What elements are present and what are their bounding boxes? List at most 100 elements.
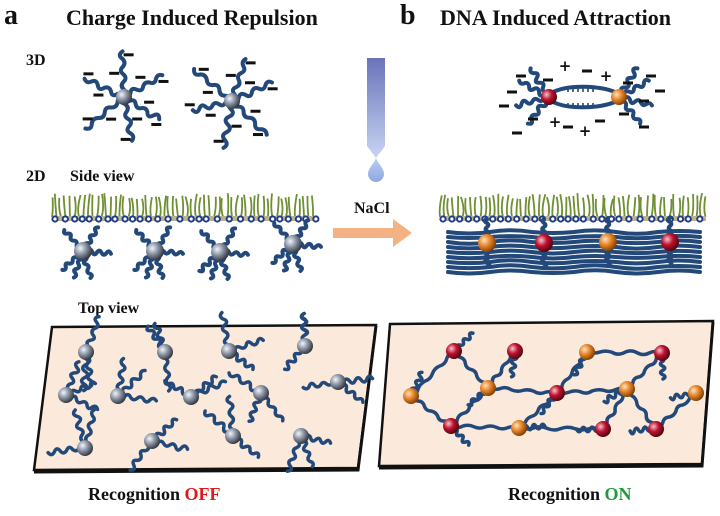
lipid-tail — [446, 198, 450, 218]
lipid-tail — [594, 198, 599, 218]
lipid-headgroup — [294, 215, 302, 223]
lipid-tail — [460, 196, 465, 218]
lipid-tail — [703, 196, 707, 218]
lipid-tail — [500, 196, 504, 218]
lipid-tail — [171, 195, 175, 218]
lipid-tail — [189, 198, 193, 218]
lipid-headgroup — [684, 215, 692, 223]
lipid-tail — [473, 196, 477, 218]
negative-charge-mark — [225, 73, 236, 77]
dna-linker — [486, 385, 559, 396]
lipid-tail — [154, 196, 158, 218]
nanoparticle-orange — [599, 233, 617, 251]
nanoparticle-red — [648, 421, 664, 437]
lipid-headgroup — [85, 215, 93, 223]
lipid-tail — [198, 197, 202, 218]
nanoparticle-orange — [579, 344, 595, 360]
lipid-tail — [438, 195, 443, 218]
lipid-tail — [603, 197, 608, 218]
nanoparticle-orange — [688, 385, 704, 401]
negative-charge-mark — [646, 74, 656, 78]
lipid-tail — [639, 196, 644, 218]
lipid-headgroup — [696, 215, 704, 223]
lipid-tail — [621, 195, 626, 218]
lipid-tail — [609, 198, 614, 218]
lipid-headgroup — [269, 215, 277, 223]
lipid-headgroup — [71, 215, 79, 223]
lipid-headgroup — [202, 215, 210, 223]
lipid-tail — [524, 196, 528, 218]
lipid-tail — [253, 195, 256, 218]
nanoparticle-orange — [511, 420, 527, 436]
lipid-tail — [519, 198, 522, 218]
lipid-tail — [181, 195, 185, 218]
nanoparticle-grey — [211, 243, 229, 261]
lipid-tail — [266, 198, 270, 218]
lipid-tail — [653, 194, 657, 218]
negative-charge-mark — [623, 81, 633, 85]
nanoparticle-grey — [297, 338, 313, 354]
nacl-arrow-icon — [333, 219, 412, 247]
top-view-label: Top view — [78, 300, 140, 317]
lipid-tail — [103, 193, 107, 218]
side-view-label: Side view — [70, 168, 135, 185]
lipid-tail — [73, 196, 77, 218]
lipid-tail — [515, 198, 519, 218]
lipid-tail — [442, 194, 447, 218]
nanoparticle-orange — [619, 381, 635, 397]
lipid-tail — [527, 196, 531, 218]
lipid-tail — [62, 195, 67, 218]
negative-charge-mark — [245, 61, 256, 65]
lipid-tail — [280, 198, 284, 218]
lipid-headgroup — [121, 215, 129, 223]
negative-charge-mark — [639, 125, 649, 129]
lipid-tail — [262, 195, 266, 218]
lipid-tail — [194, 193, 198, 218]
negative-charge-mark — [123, 53, 134, 57]
nanoparticle-orange — [403, 388, 419, 404]
lipid-headgroup — [144, 215, 153, 223]
lipid-tail — [681, 195, 685, 218]
dna-strand — [83, 94, 126, 131]
dna-linker — [452, 349, 490, 390]
negative-charge-mark — [267, 87, 278, 91]
lipid-headgroup — [657, 215, 665, 223]
dna-strand — [446, 258, 702, 266]
lipid-tail — [555, 196, 559, 218]
nanoparticle-grey — [284, 235, 302, 253]
nanoparticle-red — [535, 234, 553, 252]
lipid-headgroup — [247, 215, 255, 223]
nanoparticle-orange — [480, 380, 496, 396]
caption-state-on: ON — [604, 484, 632, 504]
negative-charge-mark — [252, 133, 263, 137]
lipid-tail — [82, 194, 87, 218]
lipid-tail — [695, 195, 699, 218]
panel-b-letter: b — [400, 0, 416, 31]
row-2d-label: 2D — [26, 168, 46, 185]
lipid-headgroup — [598, 215, 606, 223]
lipid-tail — [488, 197, 492, 218]
lipid-headgroup — [154, 215, 162, 223]
lipid-tail — [677, 197, 682, 218]
nanoparticle-red — [595, 421, 611, 437]
negative-charge-mark — [106, 117, 117, 121]
negative-charge-mark — [109, 71, 120, 75]
lipid-tail — [77, 194, 82, 218]
lipid-tail — [287, 196, 292, 218]
lipid-tail — [240, 197, 244, 218]
lipid-tail — [450, 197, 455, 218]
nanoparticle-grey — [146, 242, 164, 260]
lipid-tail — [310, 195, 314, 218]
lipid-tail — [249, 196, 253, 218]
negative-charge-mark — [135, 75, 146, 79]
lipid-headgroup — [564, 215, 572, 223]
lipid-tail — [698, 192, 704, 218]
negative-charge-mark — [244, 81, 255, 85]
lipid-tail — [551, 194, 556, 218]
negative-charge-mark — [151, 122, 162, 126]
nanoparticle-grey — [253, 385, 269, 401]
lipid-headgroup — [195, 215, 203, 223]
lipid-tail — [220, 198, 224, 218]
lipid-tail — [601, 195, 605, 218]
